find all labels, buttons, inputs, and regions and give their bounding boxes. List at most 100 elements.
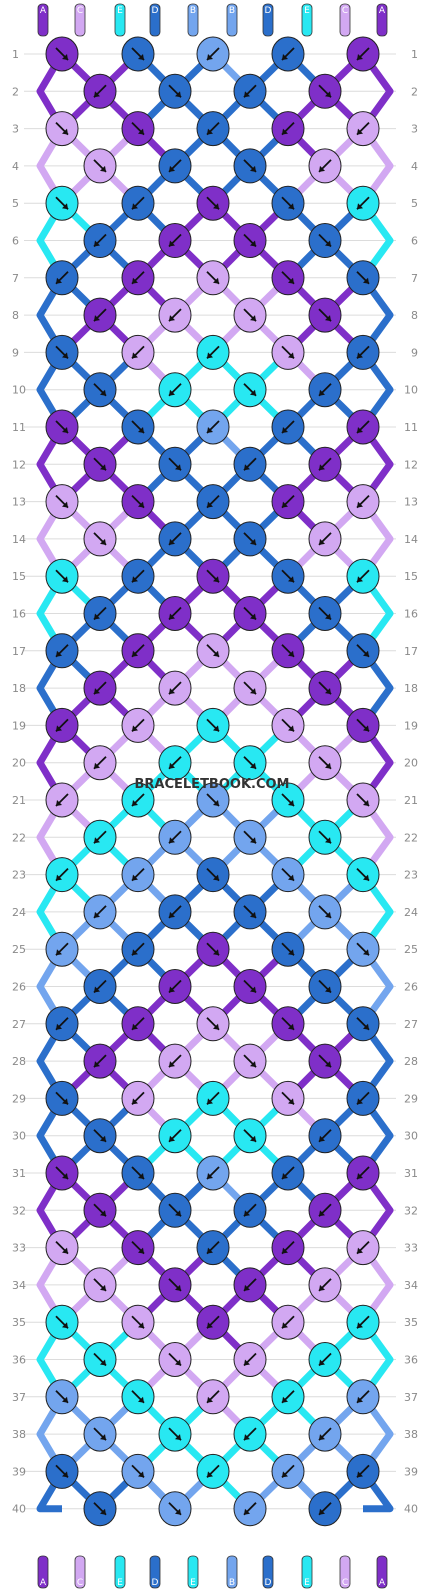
- knot-arrow-head: [282, 54, 288, 60]
- knot: [121, 931, 155, 967]
- strand-letter: B: [229, 1578, 235, 1588]
- knot: [45, 782, 79, 818]
- row-number: 40: [12, 1503, 26, 1516]
- knot: [308, 894, 342, 930]
- row-number: 28: [404, 1055, 418, 1068]
- knot-arrow-head: [175, 1508, 181, 1515]
- knot: [271, 409, 305, 445]
- knot: [158, 745, 192, 781]
- knot: [158, 1118, 192, 1154]
- knot: [121, 260, 155, 296]
- knot: [196, 558, 230, 594]
- knot-arrow-head: [100, 1135, 106, 1142]
- watermark: BRACELETBOOK.COM: [135, 777, 290, 792]
- strand-letter: A: [379, 1578, 386, 1588]
- knot: [83, 1267, 117, 1303]
- row-number: 16: [12, 608, 26, 621]
- row-number: 22: [12, 831, 26, 844]
- knot-arrow-head: [169, 389, 175, 396]
- strand-end: [376, 3, 388, 37]
- knot-arrow-head: [325, 688, 331, 695]
- knot: [83, 596, 117, 631]
- knot-arrow-head: [319, 1434, 325, 1441]
- knot-arrow-head: [244, 464, 250, 471]
- strand-letter: C: [342, 6, 348, 16]
- knot: [196, 633, 230, 669]
- row-number: 17: [12, 645, 26, 658]
- knot: [346, 1379, 380, 1415]
- knot: [233, 670, 267, 706]
- knot-arrow-head: [94, 91, 100, 98]
- row-number: 8: [12, 309, 19, 322]
- knot-arrow-head: [250, 837, 256, 844]
- strand-end: [37, 3, 49, 37]
- knot: [196, 1080, 230, 1116]
- knot: [346, 1453, 380, 1489]
- knot-arrow-head: [175, 1210, 181, 1217]
- knot-arrow-head: [62, 1471, 68, 1478]
- knot: [196, 1453, 230, 1489]
- knot-arrow-head: [319, 1359, 325, 1366]
- knot: [158, 223, 192, 258]
- knot-arrow-head: [288, 725, 294, 732]
- knot: [233, 894, 267, 930]
- row-number: 28: [12, 1055, 26, 1068]
- knot-arrow-head: [244, 91, 250, 98]
- knot-arrow-head: [282, 1322, 288, 1329]
- row-number: 1: [12, 48, 19, 61]
- row-number: 29: [404, 1092, 418, 1105]
- knot: [233, 297, 267, 333]
- knot-arrow-head: [100, 1359, 106, 1366]
- knot: [83, 1192, 117, 1228]
- knot: [308, 969, 342, 1004]
- row-number: 27: [404, 1018, 418, 1031]
- knot: [196, 1006, 230, 1042]
- knot-arrow-head: [175, 1359, 181, 1366]
- knot: [233, 1342, 267, 1377]
- strand-letter: E: [117, 6, 123, 16]
- knot: [196, 1155, 230, 1191]
- strand-letter: B: [190, 6, 196, 16]
- row-number: 11: [404, 421, 418, 434]
- row-number: 2: [411, 85, 418, 98]
- knot: [308, 372, 342, 408]
- knot-arrow-head: [325, 91, 331, 98]
- knot: [83, 1491, 117, 1527]
- row-number: 26: [404, 981, 418, 994]
- knot-arrow-head: [62, 128, 68, 135]
- knot-arrow-head: [56, 800, 62, 806]
- knot: [121, 1379, 155, 1415]
- strand-end: [339, 3, 351, 37]
- knot: [346, 931, 380, 967]
- knot-arrow-head: [325, 613, 331, 620]
- row-number: 7: [411, 272, 418, 285]
- knot: [121, 1006, 155, 1042]
- knot: [45, 707, 79, 743]
- strand-end: [74, 1555, 86, 1589]
- row-number: 34: [12, 1279, 26, 1292]
- knot-arrow-head: [175, 1284, 181, 1291]
- knot-arrow-head: [244, 1210, 250, 1217]
- knot-arrow-head: [288, 874, 294, 881]
- knot: [83, 521, 117, 557]
- knot: [121, 111, 155, 147]
- knot-arrow-head: [244, 1359, 250, 1366]
- knot-arrow-head: [319, 538, 325, 545]
- knot: [121, 1230, 155, 1266]
- knot-arrow-head: [213, 1023, 219, 1030]
- knot: [233, 73, 267, 109]
- row-number: 10: [404, 384, 418, 397]
- knot: [271, 1304, 305, 1340]
- knot: [83, 969, 117, 1004]
- strand-end: [301, 1555, 313, 1589]
- knot: [271, 558, 305, 594]
- knot-arrow-head: [169, 613, 175, 620]
- knot-arrow-head: [175, 91, 181, 98]
- knot-arrow-head: [62, 203, 68, 210]
- knot-arrow-head: [100, 165, 106, 172]
- row-number: 7: [12, 272, 19, 285]
- row-number: 1: [411, 48, 418, 61]
- knot: [83, 670, 117, 706]
- row-number: 24: [404, 906, 418, 919]
- knot-arrow-head: [207, 1247, 213, 1254]
